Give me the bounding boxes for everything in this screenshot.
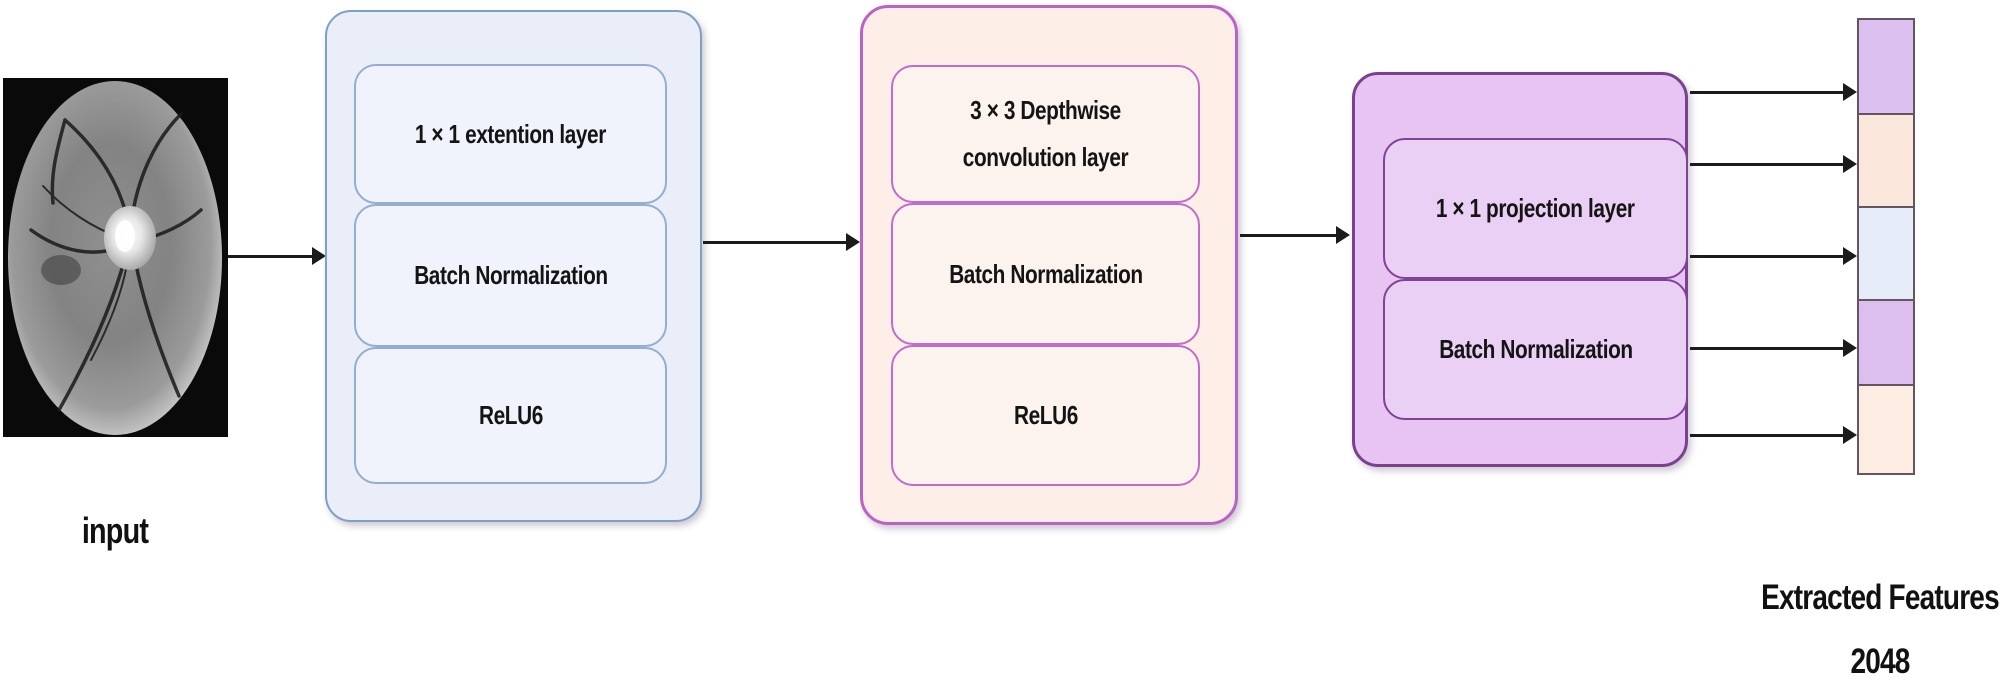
arrow-shaft — [228, 254, 314, 258]
input-fundus-image — [3, 78, 228, 437]
layer-label: Batch Normalization — [1438, 334, 1633, 365]
feature-cell-3 — [1857, 206, 1915, 301]
extracted-features-count: 2048 — [1850, 642, 1910, 681]
layer-depthwise-conv: 3 × 3 Depthwise convolution layer — [891, 65, 1200, 203]
arrow-head-icon — [1843, 339, 1857, 357]
arrow-head-icon — [1843, 247, 1857, 265]
arrow-shaft — [1240, 233, 1338, 237]
arrow-shaft — [1690, 90, 1845, 94]
arrow-head-icon — [1843, 155, 1857, 173]
layer-depthwise-batchnorm: Batch Normalization — [891, 203, 1200, 345]
arrow-to-feature-5 — [1690, 426, 1857, 444]
feature-cell-5 — [1857, 384, 1915, 475]
layer-label: 1 × 1 projection layer — [1436, 193, 1635, 224]
arrow-to-feature-2 — [1690, 155, 1857, 173]
arrow-head-icon — [1843, 426, 1857, 444]
input-label-text: input — [81, 510, 149, 551]
arrow-to-feature-3 — [1690, 247, 1857, 265]
arrow-head-icon — [1843, 83, 1857, 101]
arrow-shaft — [703, 240, 848, 244]
layer-label: Batch Normalization — [948, 258, 1143, 289]
layer-label: Batch Normalization — [413, 260, 608, 291]
arrow-to-feature-4 — [1690, 339, 1857, 357]
layer-expansion-conv: 1 × 1 extention layer — [354, 64, 667, 204]
arrow-shaft — [1690, 162, 1845, 166]
retinal-vessels — [29, 112, 203, 412]
layer-label: 3 × 3 Depthwise convolution layer — [962, 95, 1129, 172]
feature-cell-2 — [1857, 113, 1915, 208]
arrow-shaft — [1690, 254, 1845, 258]
arrow-shaft — [1690, 433, 1845, 437]
feature-cell-4 — [1857, 299, 1915, 386]
expansion-block: 1 × 1 extention layer Batch Normalizatio… — [325, 10, 702, 522]
extracted-feature-vector — [1857, 18, 1915, 475]
layer-expansion-relu6: ReLU6 — [354, 347, 667, 484]
layer-projection-batchnorm: Batch Normalization — [1383, 279, 1688, 420]
feature-cell-1 — [1857, 18, 1915, 115]
layer-depthwise-relu6: ReLU6 — [891, 345, 1200, 486]
layer-label: 1 × 1 extention layer — [414, 118, 607, 149]
arrow-input-to-expansion — [228, 247, 326, 265]
arrow-head-icon — [846, 233, 860, 251]
macula-spot — [41, 255, 81, 285]
extracted-features-label: Extracted Features 2048 — [1730, 566, 2007, 690]
depthwise-block: 3 × 3 Depthwise convolution layer Batch … — [860, 5, 1238, 525]
optic-disc-highlight — [115, 220, 135, 252]
arrow-shaft — [1690, 346, 1845, 350]
arrow-expansion-to-depthwise — [703, 233, 860, 251]
arrow-to-feature-1 — [1690, 83, 1857, 101]
arrow-head-icon — [1336, 226, 1350, 244]
layer-label: ReLU6 — [478, 400, 543, 431]
arrow-head-icon — [312, 247, 326, 265]
projection-block: 1 × 1 projection layer Batch Normalizati… — [1352, 72, 1688, 467]
input-label: input — [30, 509, 200, 553]
layer-label: ReLU6 — [1013, 400, 1078, 431]
arrow-depthwise-to-projection — [1240, 226, 1350, 244]
extracted-features-title: Extracted Features — [1761, 578, 2000, 617]
layer-projection-conv: 1 × 1 projection layer — [1383, 138, 1688, 279]
layer-expansion-batchnorm: Batch Normalization — [354, 204, 667, 347]
